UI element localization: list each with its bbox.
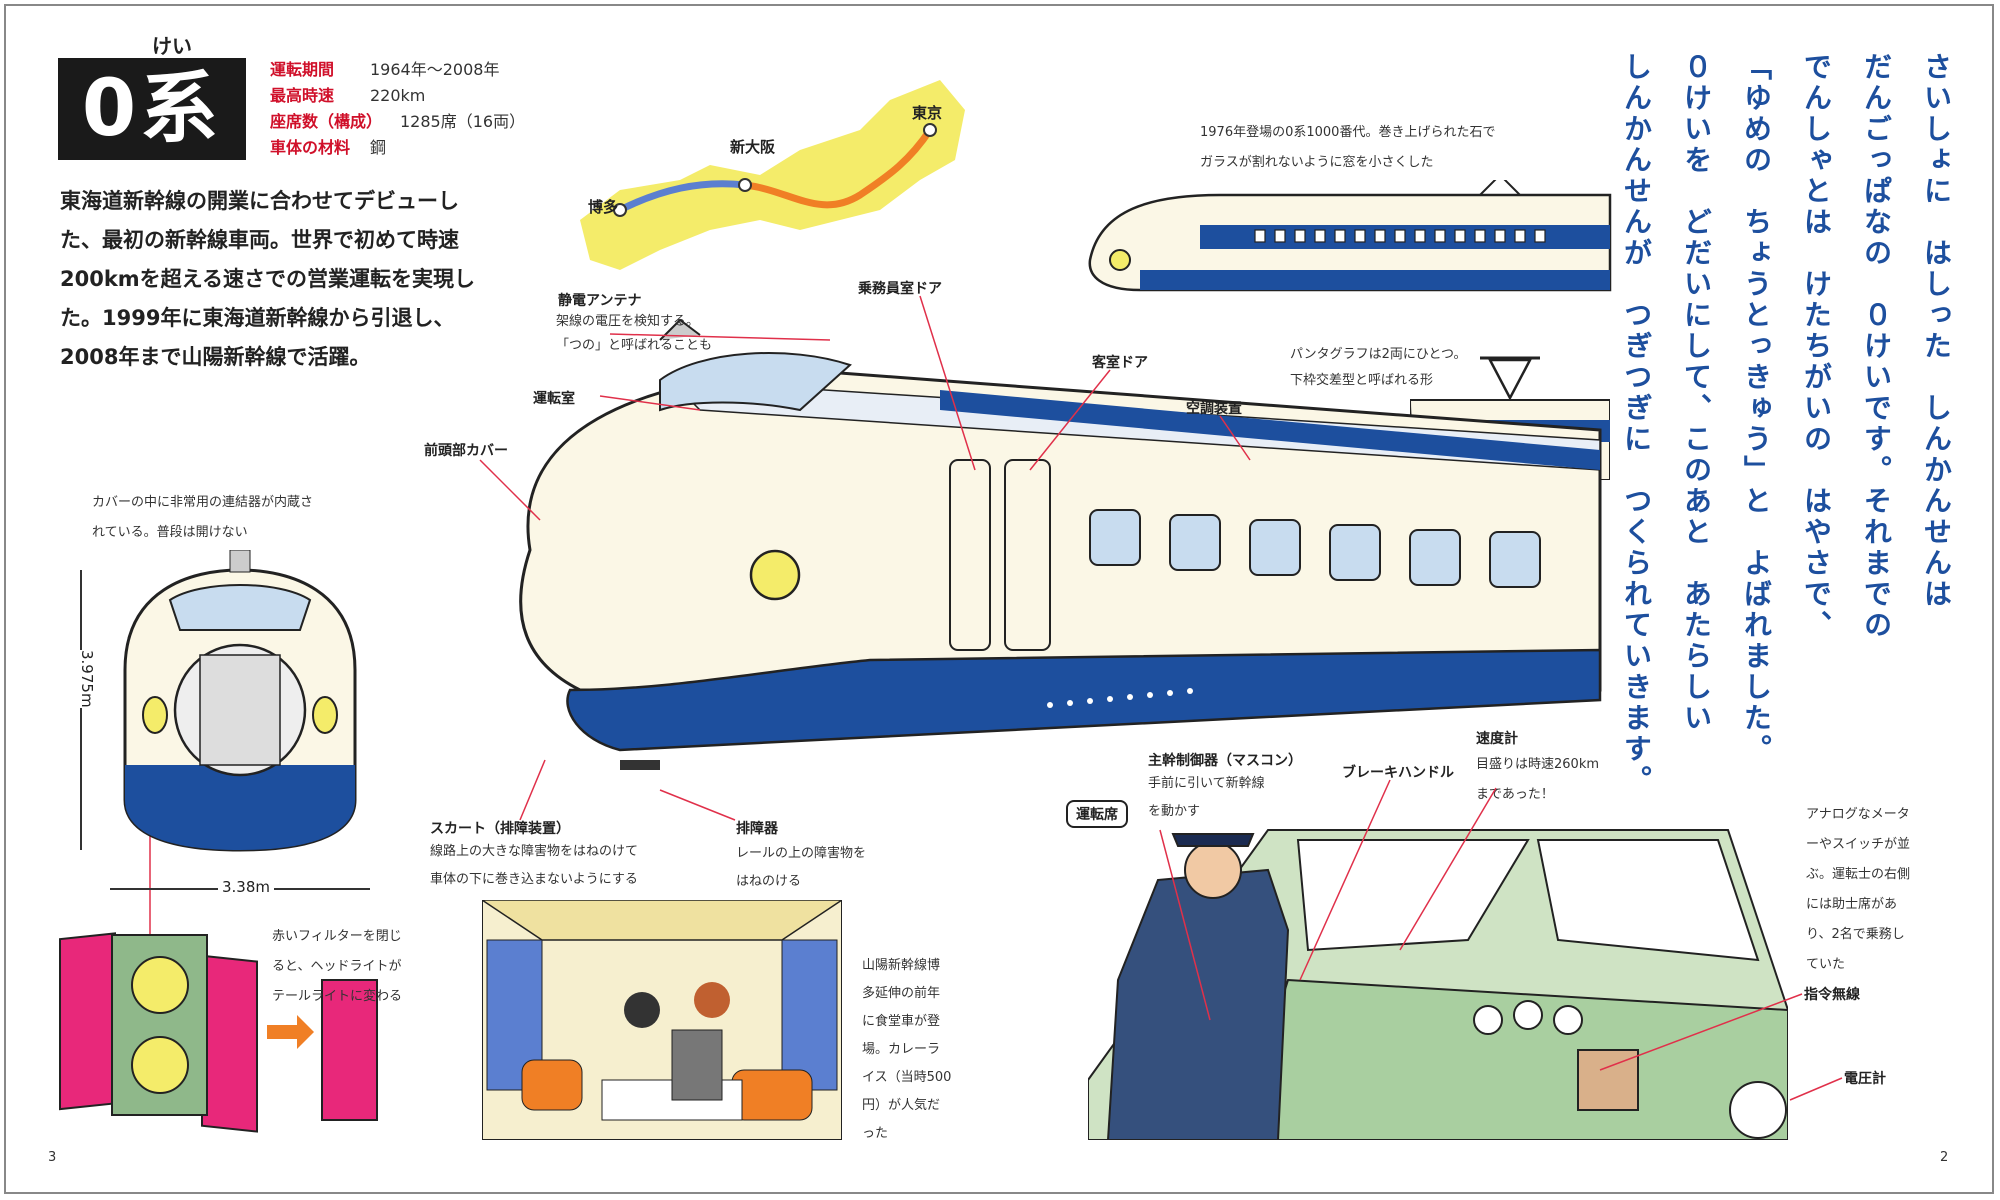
antenna-note: 架線の電圧を検知する。 「つの」と呼ばれることも bbox=[556, 314, 713, 353]
master-note: 手前に引いて新幹線 を動かす bbox=[1148, 776, 1265, 819]
route-map bbox=[580, 80, 965, 270]
headlight-note: 赤いフィルターを閉じ ると、ヘッドライトが テールライトに変わる bbox=[272, 929, 403, 1004]
small-train-caption: 1976年登場の0系1000番代。巻き上げられた石で ガラスが割れないように窓を… bbox=[1200, 125, 1496, 170]
map-shin-osaka: 新大阪 bbox=[730, 138, 776, 156]
map-tokyo: 東京 bbox=[912, 104, 943, 122]
vertical-line: 「ゆめの ちょうとっきゅう」と よばれました。 bbox=[1740, 52, 1773, 765]
dining-car-illustration bbox=[482, 900, 842, 1140]
map-hakata: 博多 bbox=[588, 198, 619, 216]
spec-row: 座席数（構成）1285席（16両） bbox=[270, 112, 526, 131]
vertical-line: だんごっぱなの ０けいです。それまでの bbox=[1860, 52, 1893, 641]
pantograph-note: パンタグラフは2両にひとつ。 下枠交差型と呼ばれる形 bbox=[1290, 347, 1467, 388]
height-dimension-line bbox=[80, 570, 82, 850]
label-voltmeter: 電圧計 bbox=[1844, 1071, 1886, 1087]
cab-illustration bbox=[1088, 829, 1788, 1140]
headlight-illustration bbox=[59, 932, 378, 1133]
vertical-line: でんしゃとは けたちがいの はやさで、 bbox=[1800, 52, 1833, 641]
front-view-illustration bbox=[123, 550, 357, 852]
label-nose-cover: 前頭部カバー bbox=[424, 443, 508, 459]
dining-note: 山陽新幹線博 多延伸の前年 に食堂車が登 場。カレーラ イス（当時500 円）が… bbox=[862, 958, 952, 1141]
analog-note: アナログなメータ ーやスイッチが並 ぶ。運転士の右側 には助士席があ り、2名で… bbox=[1806, 807, 1911, 972]
spec-row: 車体の材料鋼 bbox=[270, 138, 387, 157]
page-title: 0系 bbox=[58, 58, 246, 160]
label-cab: 運転室 bbox=[533, 391, 575, 407]
title-ruby: けい bbox=[152, 34, 192, 58]
label-master-controller: 主幹制御器（マスコン） bbox=[1148, 753, 1302, 769]
label-aircon: 空調装置 bbox=[1186, 401, 1242, 417]
label-brake-handle: ブレーキハンドル bbox=[1342, 765, 1454, 781]
label-radio: 指令無線 bbox=[1804, 987, 1860, 1003]
main-train-illustration bbox=[519, 318, 1602, 770]
label-speedometer: 速度計 bbox=[1476, 731, 1518, 747]
speed-note: 目盛りは時速260km まであった！ bbox=[1476, 757, 1600, 802]
obstacle-note: レールの上の障害物を はねのける bbox=[736, 846, 867, 889]
label-crew-door: 乗務員室ドア bbox=[858, 281, 942, 297]
front-width: 3.38m bbox=[218, 878, 275, 896]
intro-text: 東海道新幹線の開業に合わせてデビューし た、最初の新幹線車両。世界で初めて時速 … bbox=[60, 189, 476, 369]
cab-badge: 運転席 bbox=[1066, 800, 1128, 828]
page-number-left: 3 bbox=[48, 1150, 57, 1165]
page-number-right: 2 bbox=[1940, 1150, 1949, 1165]
label-passenger-door: 客室ドア bbox=[1092, 355, 1148, 371]
vertical-line: ０けいを どだいにして、このあと あたらしい bbox=[1680, 52, 1713, 734]
page-frame bbox=[4, 4, 1994, 1194]
front-height: 3.975m bbox=[78, 650, 96, 708]
front-view-note: カバーの中に非常用の連結器が内蔵さ れている。普段は開けない bbox=[92, 495, 314, 540]
label-antenna: 静電アンテナ bbox=[558, 293, 642, 309]
label-skirt: スカート（排障装置） bbox=[430, 821, 570, 837]
skirt-note: 線路上の大きな障害物をはねのけて 車体の下に巻き込まないようにする bbox=[430, 844, 639, 887]
label-obstacle: 排障器 bbox=[736, 821, 778, 837]
vertical-line: しんかんせんが つぎつぎに つくられていきます。 bbox=[1620, 52, 1653, 796]
vertical-line: さいしょに はしった しんかんせんは bbox=[1920, 52, 1953, 610]
small-train-illustration bbox=[1088, 180, 1612, 292]
